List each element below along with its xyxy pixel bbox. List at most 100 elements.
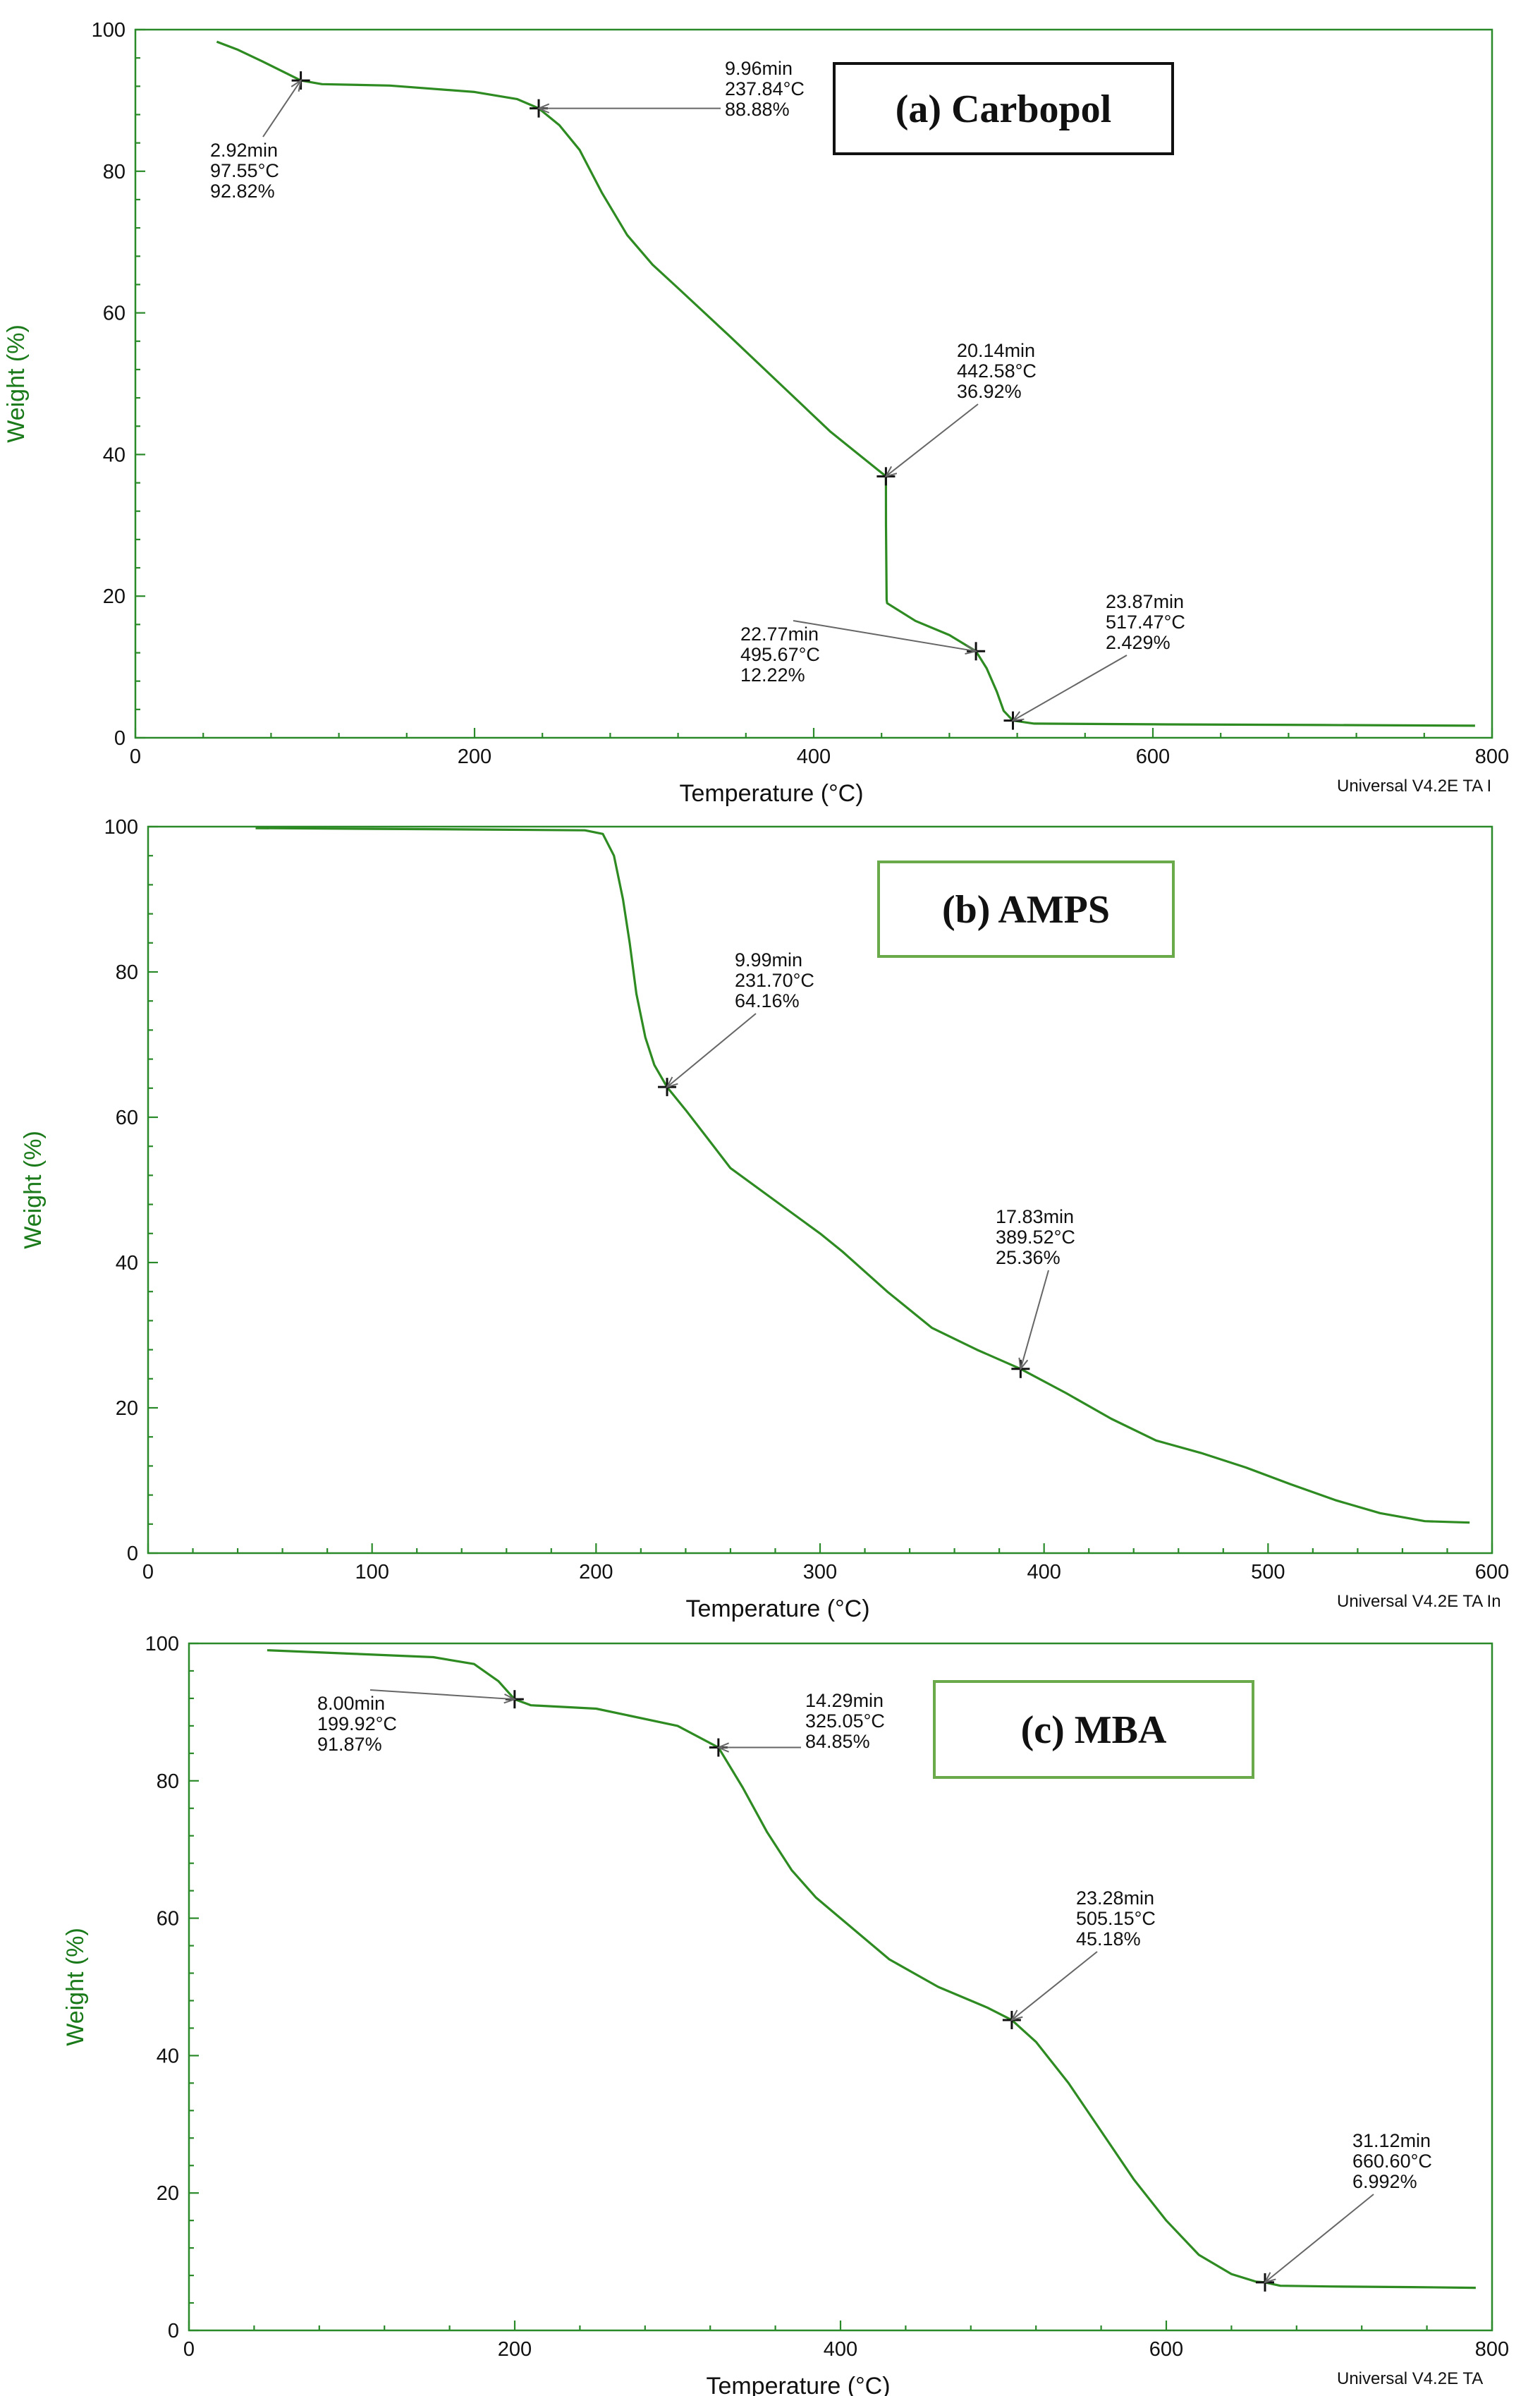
panel-title-box <box>933 1680 1254 1779</box>
y-tick-label: 60 <box>116 1107 138 1129</box>
panel-title-box <box>833 62 1174 155</box>
y-tick-label: 80 <box>157 1770 179 1793</box>
y-tick-label: 20 <box>103 585 126 608</box>
annotation-text: 231.70°C <box>735 970 814 991</box>
y-tick-label: 100 <box>145 1633 179 1655</box>
annotation-arrow <box>666 1013 757 1088</box>
y-tick-label: 80 <box>103 161 126 183</box>
annotation-arrow <box>793 620 977 652</box>
annotation-text: 23.87min <box>1106 591 1184 612</box>
annotation-text: 84.85% <box>805 1731 870 1752</box>
y-tick-label: 0 <box>168 2320 179 2342</box>
x-tick-label: 400 <box>1027 1561 1061 1583</box>
annotation-text: 17.83min <box>996 1206 1074 1227</box>
annotation-text: 2.92min <box>210 140 278 161</box>
annotation-text: 12.22% <box>740 664 805 686</box>
arrowhead <box>291 78 302 92</box>
arrowhead <box>1263 2272 1276 2284</box>
arrowhead <box>537 103 550 114</box>
annotation-arrow <box>1020 1270 1049 1370</box>
x-axis-label: Temperature (°C) <box>685 1595 869 1622</box>
x-tick-label: 0 <box>130 746 141 768</box>
x-tick-label: 300 <box>803 1561 837 1583</box>
annotation-text: 8.00min <box>317 1693 385 1714</box>
arrowhead <box>1011 711 1025 722</box>
panel-title-box <box>877 861 1175 958</box>
annotation-arrow <box>262 80 302 138</box>
annotation-arrow <box>369 1689 515 1701</box>
weight-curve <box>255 827 1470 1524</box>
x-tick-label: 200 <box>498 2338 532 2361</box>
annotation-text: 660.60°C <box>1352 2151 1432 2172</box>
arrowhead <box>666 1076 678 1088</box>
y-tick-label: 60 <box>157 1908 179 1930</box>
software-footer: Universal V4.2E TA <box>1337 2369 1483 2388</box>
x-tick-label: 0 <box>183 2338 195 2361</box>
annotation-text: 442.58°C <box>957 360 1037 382</box>
annotation-text: 325.05°C <box>805 1710 885 1732</box>
y-tick-label: 80 <box>116 961 138 984</box>
annotation-text: 20.14min <box>957 340 1035 361</box>
arrowhead <box>1010 2009 1023 2021</box>
y-tick-label: 0 <box>114 727 126 750</box>
arrowhead <box>965 644 978 655</box>
y-tick-label: 20 <box>116 1397 138 1420</box>
y-axis-label: Weight (%) <box>20 1131 47 1249</box>
x-tick-label: 600 <box>1136 746 1170 768</box>
x-tick-label: 600 <box>1475 1561 1509 1583</box>
y-tick-label: 0 <box>127 1543 138 1565</box>
annotation-text: 92.82% <box>210 181 275 202</box>
annotation-text: 505.15°C <box>1076 1908 1156 1929</box>
annotation-text: 25.36% <box>996 1247 1061 1268</box>
arrowhead <box>503 1693 517 1704</box>
annotation-arrow <box>1013 655 1128 722</box>
annotation-arrow <box>1264 2194 1374 2283</box>
annotation-arrow <box>885 403 979 478</box>
x-tick-label: 800 <box>1475 746 1509 768</box>
y-tick-label: 60 <box>103 303 126 325</box>
y-tick-label: 100 <box>104 816 138 839</box>
y-tick-label: 40 <box>116 1252 138 1275</box>
x-tick-label: 400 <box>824 2338 857 2361</box>
annotation-text: 14.29min <box>805 1690 884 1711</box>
annotation-text: 97.55°C <box>210 160 279 181</box>
y-tick-label: 100 <box>92 19 126 42</box>
annotation-text: 9.99min <box>735 949 802 971</box>
software-footer: Universal V4.2E TA I <box>1337 777 1491 796</box>
annotation-text: 36.92% <box>957 381 1022 402</box>
software-footer: Universal V4.2E TA In <box>1337 1592 1501 1611</box>
annotation-text: 237.84°C <box>725 78 805 99</box>
annotation-text: 389.52°C <box>996 1227 1075 1248</box>
x-tick-label: 400 <box>797 746 831 768</box>
x-axis-label: Temperature (°C) <box>679 780 863 807</box>
annotation-text: 22.77min <box>740 624 819 645</box>
annotation-text: 495.67°C <box>740 644 820 665</box>
annotation-arrow <box>1011 1951 1098 2021</box>
annotation-text: 199.92°C <box>317 1713 397 1734</box>
y-tick-label: 40 <box>103 444 126 466</box>
x-tick-label: 200 <box>458 746 491 768</box>
arrowhead <box>884 466 898 478</box>
x-tick-label: 200 <box>579 1561 613 1583</box>
annotation-text: 91.87% <box>317 1734 382 1755</box>
annotation-text: 6.992% <box>1352 2171 1417 2192</box>
annotation-text: 31.12min <box>1352 2130 1431 2151</box>
panel-title: (a) Carbopol <box>896 87 1111 131</box>
panel-title: (b) AMPS <box>942 888 1110 932</box>
x-tick-label: 0 <box>142 1561 154 1583</box>
x-axis-label: Temperature (°C) <box>706 2373 890 2396</box>
annotation-text: 64.16% <box>735 990 800 1011</box>
